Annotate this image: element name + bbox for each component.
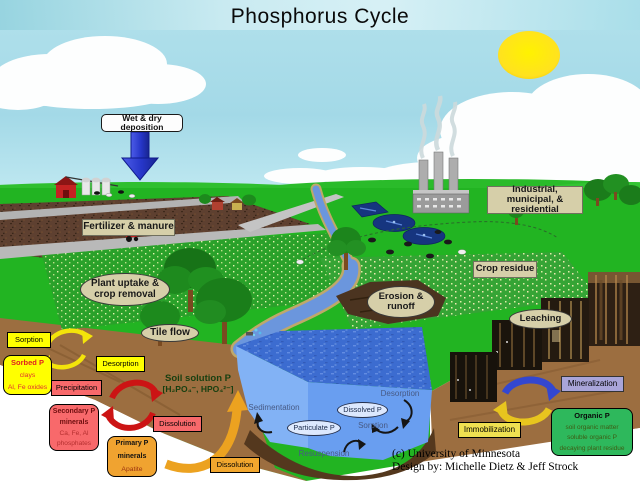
resuspension-label: Resuspension	[298, 448, 350, 458]
leaching-label: Leaching	[509, 309, 572, 329]
deposition-arrow	[120, 131, 160, 181]
soil-solution-title: Soil solution P	[165, 373, 231, 385]
soil-solution-p-label: Soil solution P [H₂PO₄⁻, HPO₄²⁻]	[156, 371, 240, 397]
dissolution-secondary-box: Dissolution	[153, 416, 202, 432]
sedimentation-label: Sedimentation	[248, 402, 300, 412]
organic-p-box: Organic P soil organic matter soluble or…	[551, 408, 633, 456]
immobilization-box: Immobilization	[458, 422, 521, 438]
sorption-water-label: Sorption	[358, 420, 388, 430]
mineralization-immobilization-cycle-arrows	[493, 376, 561, 426]
secondary-p-minerals-box: Secondary P minerals Ca, Fe, Al phosphat…	[49, 404, 99, 451]
organic-p-line1: soil organic matter	[565, 423, 619, 431]
desorption-water-label: Desorption	[380, 388, 420, 398]
sorption-box: Sorption	[7, 332, 51, 348]
soil-photo-4	[450, 352, 497, 402]
river	[230, 183, 361, 359]
water-process-arrows	[254, 399, 413, 453]
sorbed-p-title: Sorbed P	[11, 358, 44, 367]
sorbed-p-box: Sorbed P clays Al, Fe oxides	[3, 355, 52, 395]
industrial-label: Industrial, municipal, & residential	[487, 184, 583, 215]
primary-p-title-line2: minerals	[117, 452, 147, 460]
sorbed-p-line2: Al, Fe oxides	[7, 383, 48, 391]
page-title: Phosphorus Cycle	[230, 5, 410, 28]
particulate-p-ellipse: Particulate P	[287, 420, 341, 436]
secondary-p-title-line2: minerals	[59, 418, 89, 426]
primary-p-minerals-box: Primary P minerals Apatite	[107, 436, 157, 477]
secondary-p-line2: phosphates	[56, 439, 92, 447]
erosion-runoff-label: Erosion & runoff	[367, 286, 435, 318]
credit-copyright: (c) University of Minnesota	[392, 448, 521, 460]
soil-photo-1	[588, 272, 640, 346]
soil-solution-formula: [H₂PO₄⁻, HPO₄²⁻]	[162, 383, 234, 394]
wet-dry-deposition-label: Wet & dry deposition	[101, 113, 183, 132]
organic-p-title: Organic P	[574, 411, 610, 420]
credit-design: Design by: Michelle Dietz & Jeff Strock	[392, 460, 579, 473]
soil-photo-2	[541, 298, 589, 362]
primary-p-line1: Apatite	[121, 465, 143, 473]
primary-p-title-line1: Primary P	[115, 440, 149, 447]
organic-p-line3: decaying plant residue	[559, 444, 625, 452]
sorbed-p-line1: clays	[19, 371, 36, 379]
plant-uptake-label: Plant uptake & crop removal	[80, 273, 170, 306]
sun	[498, 31, 560, 79]
tile-drain-outlet	[246, 328, 262, 337]
organic-p-line2: soluble organic P	[567, 434, 617, 442]
tile-flow-label: Tile flow	[141, 324, 199, 342]
mineralization-box: Mineralization	[561, 376, 624, 392]
trees	[140, 174, 640, 346]
soil-profile-photos	[450, 272, 640, 402]
precipitation-box: Precipitation	[51, 380, 102, 396]
cows-near-barn	[94, 190, 136, 198]
fertilizer-manure-label: Fertilizer & manure	[82, 219, 175, 236]
crop-residue-label: Crop residue	[473, 261, 537, 278]
dissolved-p-ellipse: Dissolved P	[337, 402, 388, 418]
barn-and-silos	[54, 176, 136, 198]
precipitation-dissolution-cycle-arrows	[101, 379, 163, 431]
secondary-p-title-line1: Secondary P	[52, 408, 96, 415]
factory	[412, 95, 470, 214]
dissolution-primary-box: Dissolution	[210, 457, 260, 473]
secondary-p-line1: Ca, Fe, Al	[59, 429, 89, 437]
credit-text: (c) University of Minnesota Design by: M…	[392, 448, 578, 473]
treatment-ponds	[351, 201, 446, 245]
desorption-box: Desorption	[96, 356, 145, 372]
lake	[236, 327, 436, 481]
farm-houses	[199, 194, 256, 210]
